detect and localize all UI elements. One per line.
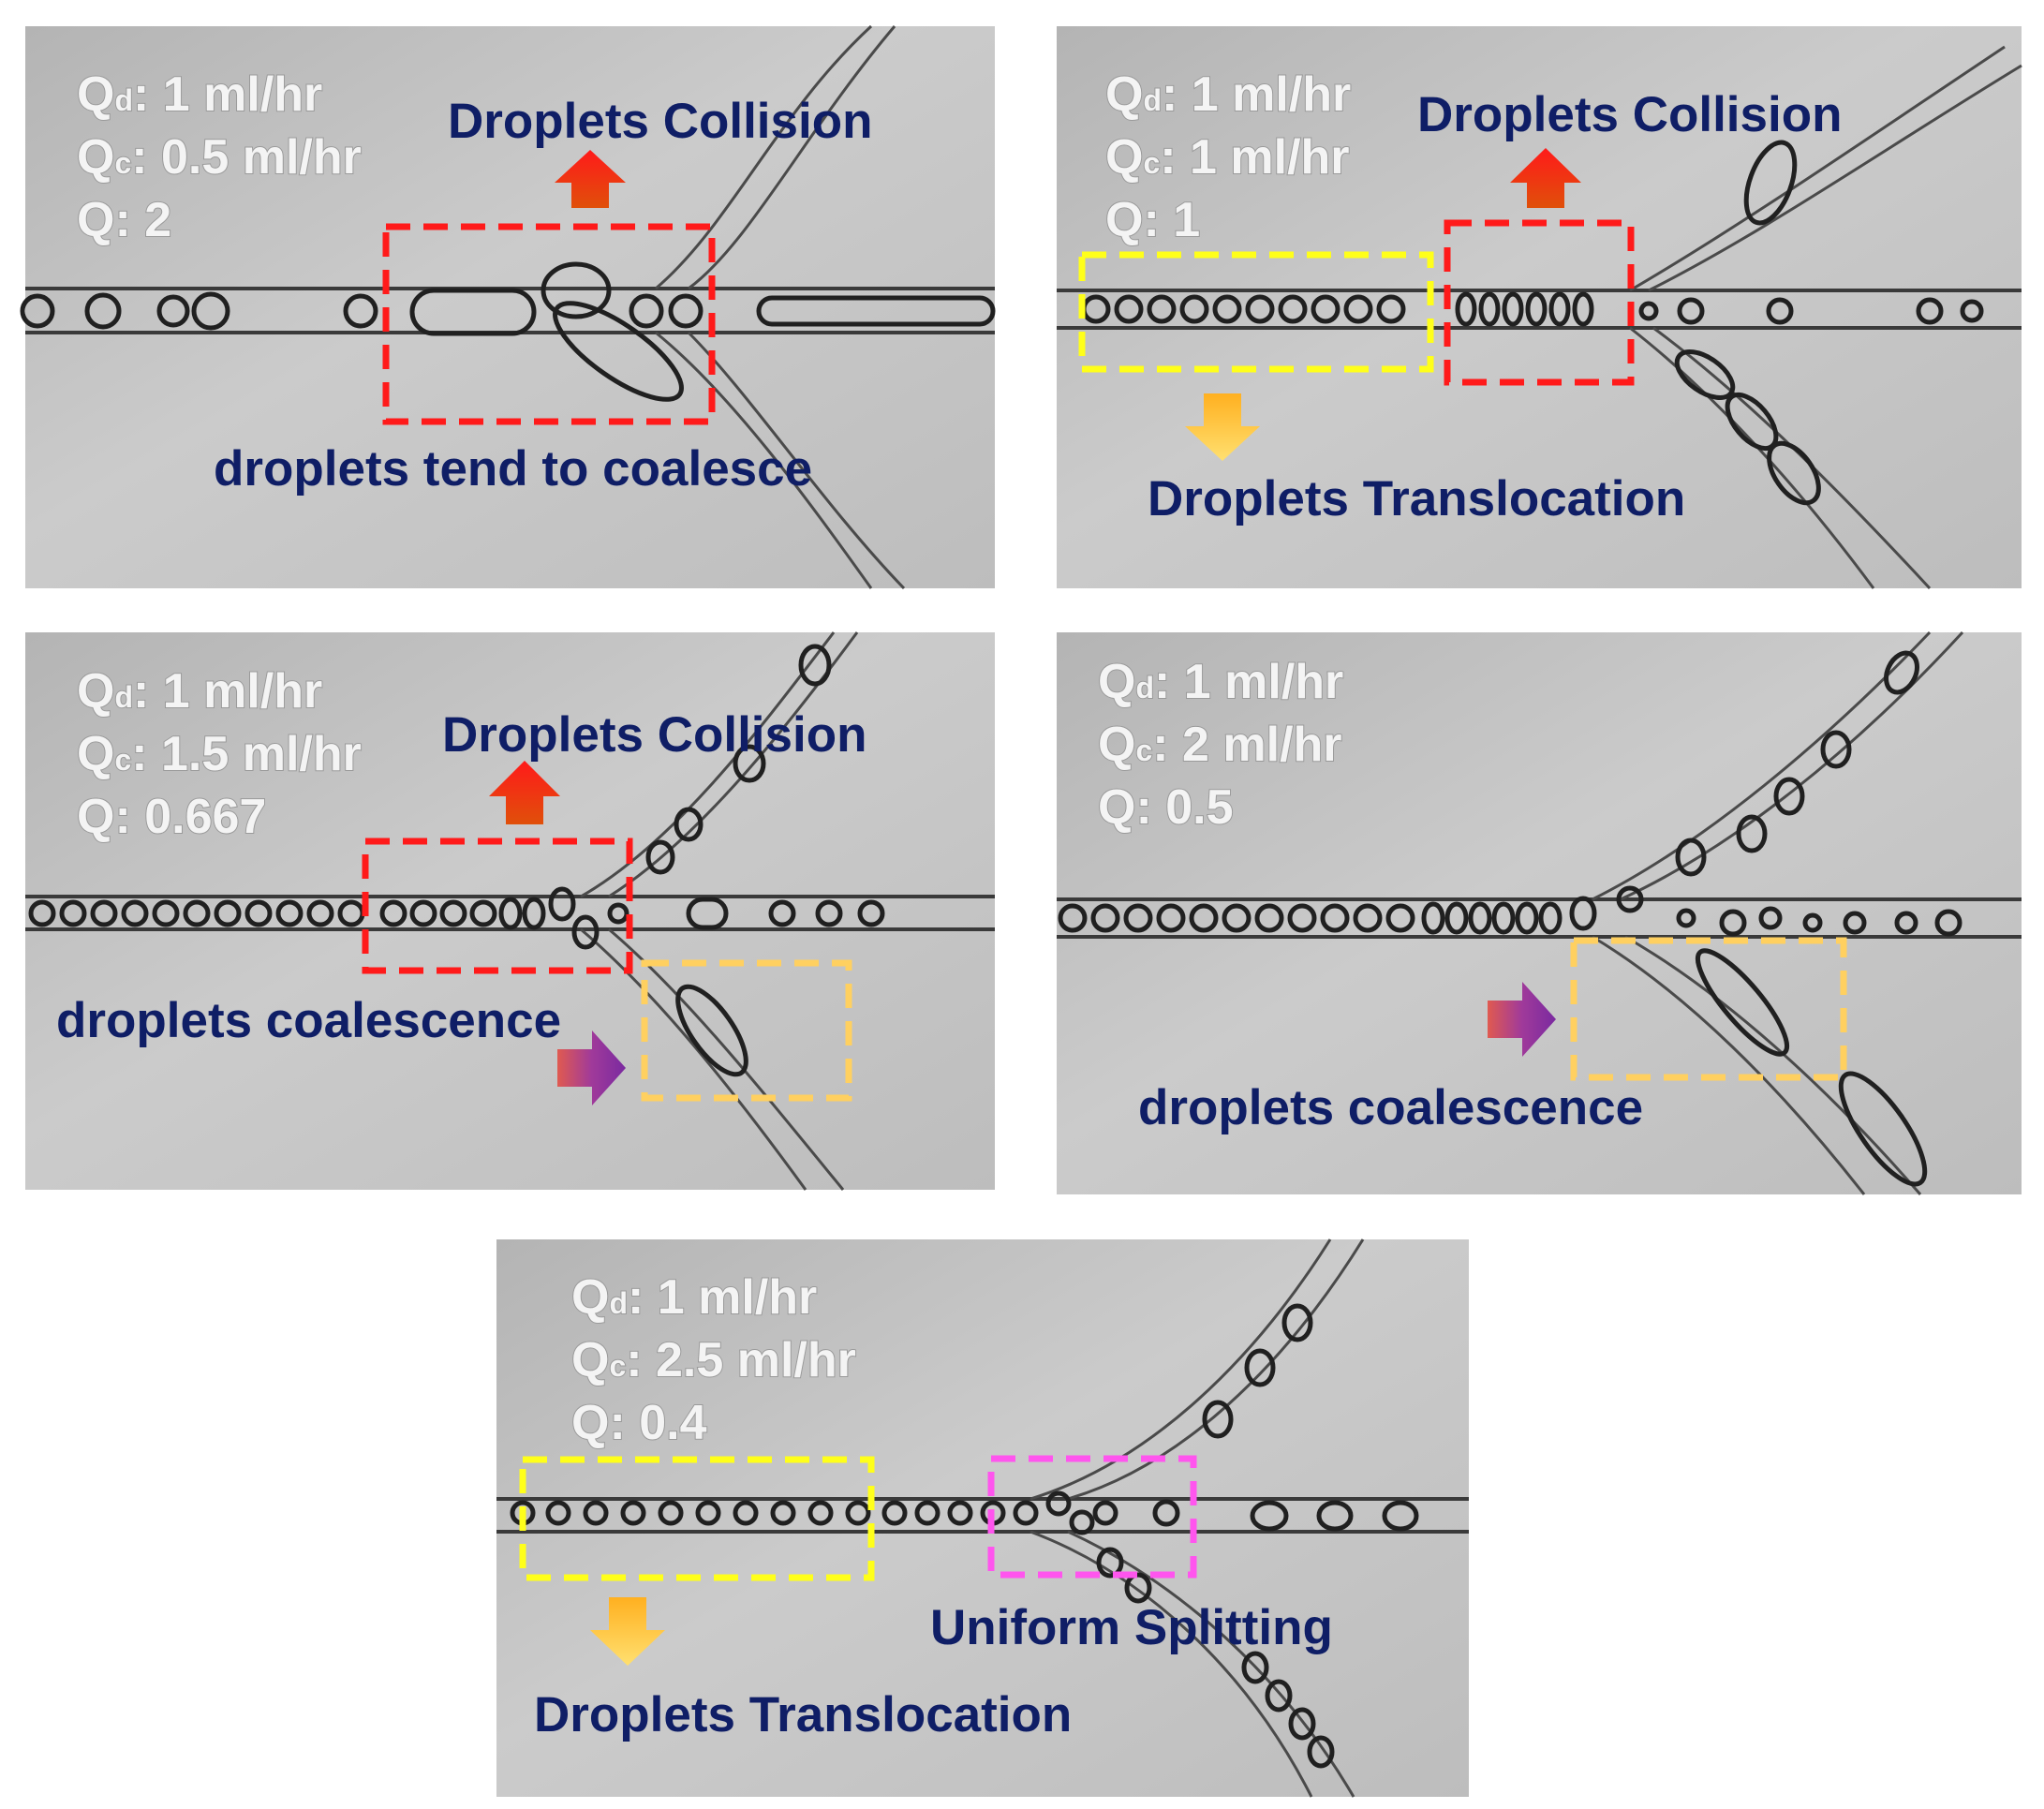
panel-3-q-label: Q: 0.667 [77, 790, 266, 844]
panel-1-parameters: Qd: 1 ml/hr Qc: 0.5 ml/hr Q: 2 [76, 67, 363, 248]
panel-2-qc-label: Qc: 1 ml/hr [1105, 130, 1350, 185]
panel-3-coalescence-annotation: droplets coalescence [56, 993, 561, 1048]
panel-4: Qd: 1 ml/hr Qc: 2 ml/hr Q: 0.5 droplets … [1057, 630, 2022, 1195]
panel-5-translocation-box [519, 1456, 875, 1581]
panel-3-qd-label: Qd: 1 ml/hr [77, 664, 322, 719]
panel-5-splitting-annotation: Uniform Splitting [930, 1600, 1333, 1655]
panel-2: Qd: 1 ml/hr Qc: 1 ml/hr Q: 1 Droplets Co… [1057, 26, 2022, 590]
panel-3-collision-arrow [489, 761, 560, 824]
panel-5-droplets [510, 1303, 1419, 1769]
panel-2-translocation-arrow [1185, 393, 1260, 461]
panel-4-droplets [1058, 650, 1963, 1187]
panel-2-collision-box [1444, 219, 1635, 386]
panel-1-droplets [20, 261, 996, 402]
panel-5-q-label: Q: 0.4 [571, 1396, 707, 1450]
panel-1-q-label: Q: 2 [77, 193, 171, 247]
panel-3: Qd: 1 ml/hr Qc: 1.5 ml/hr Q: 0.667 Dropl… [25, 631, 995, 1191]
panel-2-q-label: Q: 1 [1105, 193, 1200, 247]
panel-2-parameters: Qd: 1 ml/hr Qc: 1 ml/hr Q: 1 [1104, 67, 1352, 248]
panel-4-parameters: Qd: 1 ml/hr Qc: 2 ml/hr Q: 0.5 [1097, 654, 1344, 836]
panel-3-coalescence-box [641, 959, 852, 1102]
panel-3-collision-annotation: Droplets Collision [442, 707, 866, 763]
panel-1-collision-arrow [555, 150, 626, 208]
panel-4-coalescence-annotation: droplets coalescence [1138, 1080, 1643, 1135]
panel-1-qd-label: Qd: 1 ml/hr [77, 67, 322, 122]
panel-5-translocation-annotation: Droplets Translocation [534, 1687, 1072, 1742]
panel-5-parameters: Qd: 1 ml/hr Qc: 2.5 ml/hr Q: 0.4 [570, 1269, 857, 1451]
panel-5-qd-label: Qd: 1 ml/hr [571, 1270, 817, 1325]
panel-1-collision-box [382, 223, 716, 425]
panel-2-translocation-annotation: Droplets Translocation [1148, 471, 1685, 526]
panel-2-collision-annotation: Droplets Collision [1417, 87, 1842, 142]
panel-1: Qd: 1 ml/hr Qc: 0.5 ml/hr Q: 2 Droplets … [20, 24, 996, 590]
panel-3-droplets [28, 644, 885, 1077]
panel-1-qc-label: Qc: 0.5 ml/hr [77, 130, 362, 185]
panel-2-droplets [1081, 140, 1984, 506]
panel-4-coalescence-arrow [1488, 982, 1556, 1057]
panel-5: Qd: 1 ml/hr Qc: 2.5 ml/hr Q: 0.4 Uniform… [496, 1238, 1469, 1798]
panel-4-coalescence-box [1570, 937, 1847, 1081]
panel-4-qc-label: Qc: 2 ml/hr [1098, 718, 1342, 772]
panel-5-translocation-arrow [590, 1597, 665, 1666]
panel-3-coalescence-arrow [557, 1031, 626, 1105]
panel-3-parameters: Qd: 1 ml/hr Qc: 1.5 ml/hr Q: 0.667 [76, 663, 363, 845]
panel-5-qc-label: Qc: 2.5 ml/hr [571, 1333, 856, 1387]
panel-2-translocation-box [1078, 251, 1434, 373]
panel-5-splitting-box [987, 1455, 1197, 1579]
panel-2-collision-arrow [1510, 148, 1581, 208]
panel-1-collision-annotation: Droplets Collision [448, 94, 872, 149]
panel-4-q-label: Q: 0.5 [1098, 780, 1234, 835]
panel-3-collision-box [362, 838, 633, 974]
panel-1-coalesce-annotation: droplets tend to coalesce [214, 441, 812, 497]
panel-2-qd-label: Qd: 1 ml/hr [1105, 67, 1351, 122]
panel-3-qc-label: Qc: 1.5 ml/hr [77, 727, 362, 781]
panel-4-qd-label: Qd: 1 ml/hr [1098, 655, 1343, 709]
